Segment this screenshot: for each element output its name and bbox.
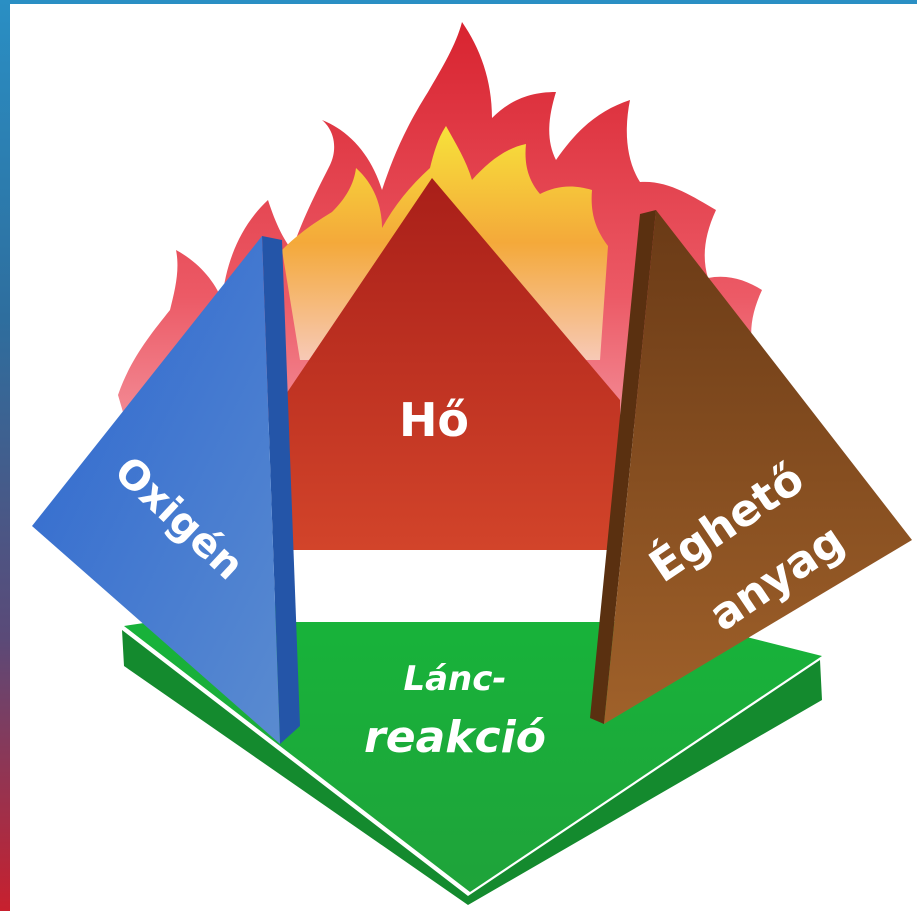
chain-reaction-label-line1: Lánc- — [403, 659, 506, 699]
oxygen-face-side — [262, 236, 300, 744]
heat-face — [282, 178, 620, 550]
frame-border-top — [0, 0, 917, 4]
white-band — [284, 548, 620, 622]
chain-reaction-label-line2: reakció — [364, 712, 546, 763]
fuel-face-side — [590, 210, 656, 724]
frame-border-left — [0, 0, 10, 911]
fuel-face — [604, 210, 912, 724]
chain-reaction-base-side — [122, 630, 822, 905]
oxygen-face — [32, 236, 280, 744]
heat-label: Hő — [399, 393, 469, 447]
